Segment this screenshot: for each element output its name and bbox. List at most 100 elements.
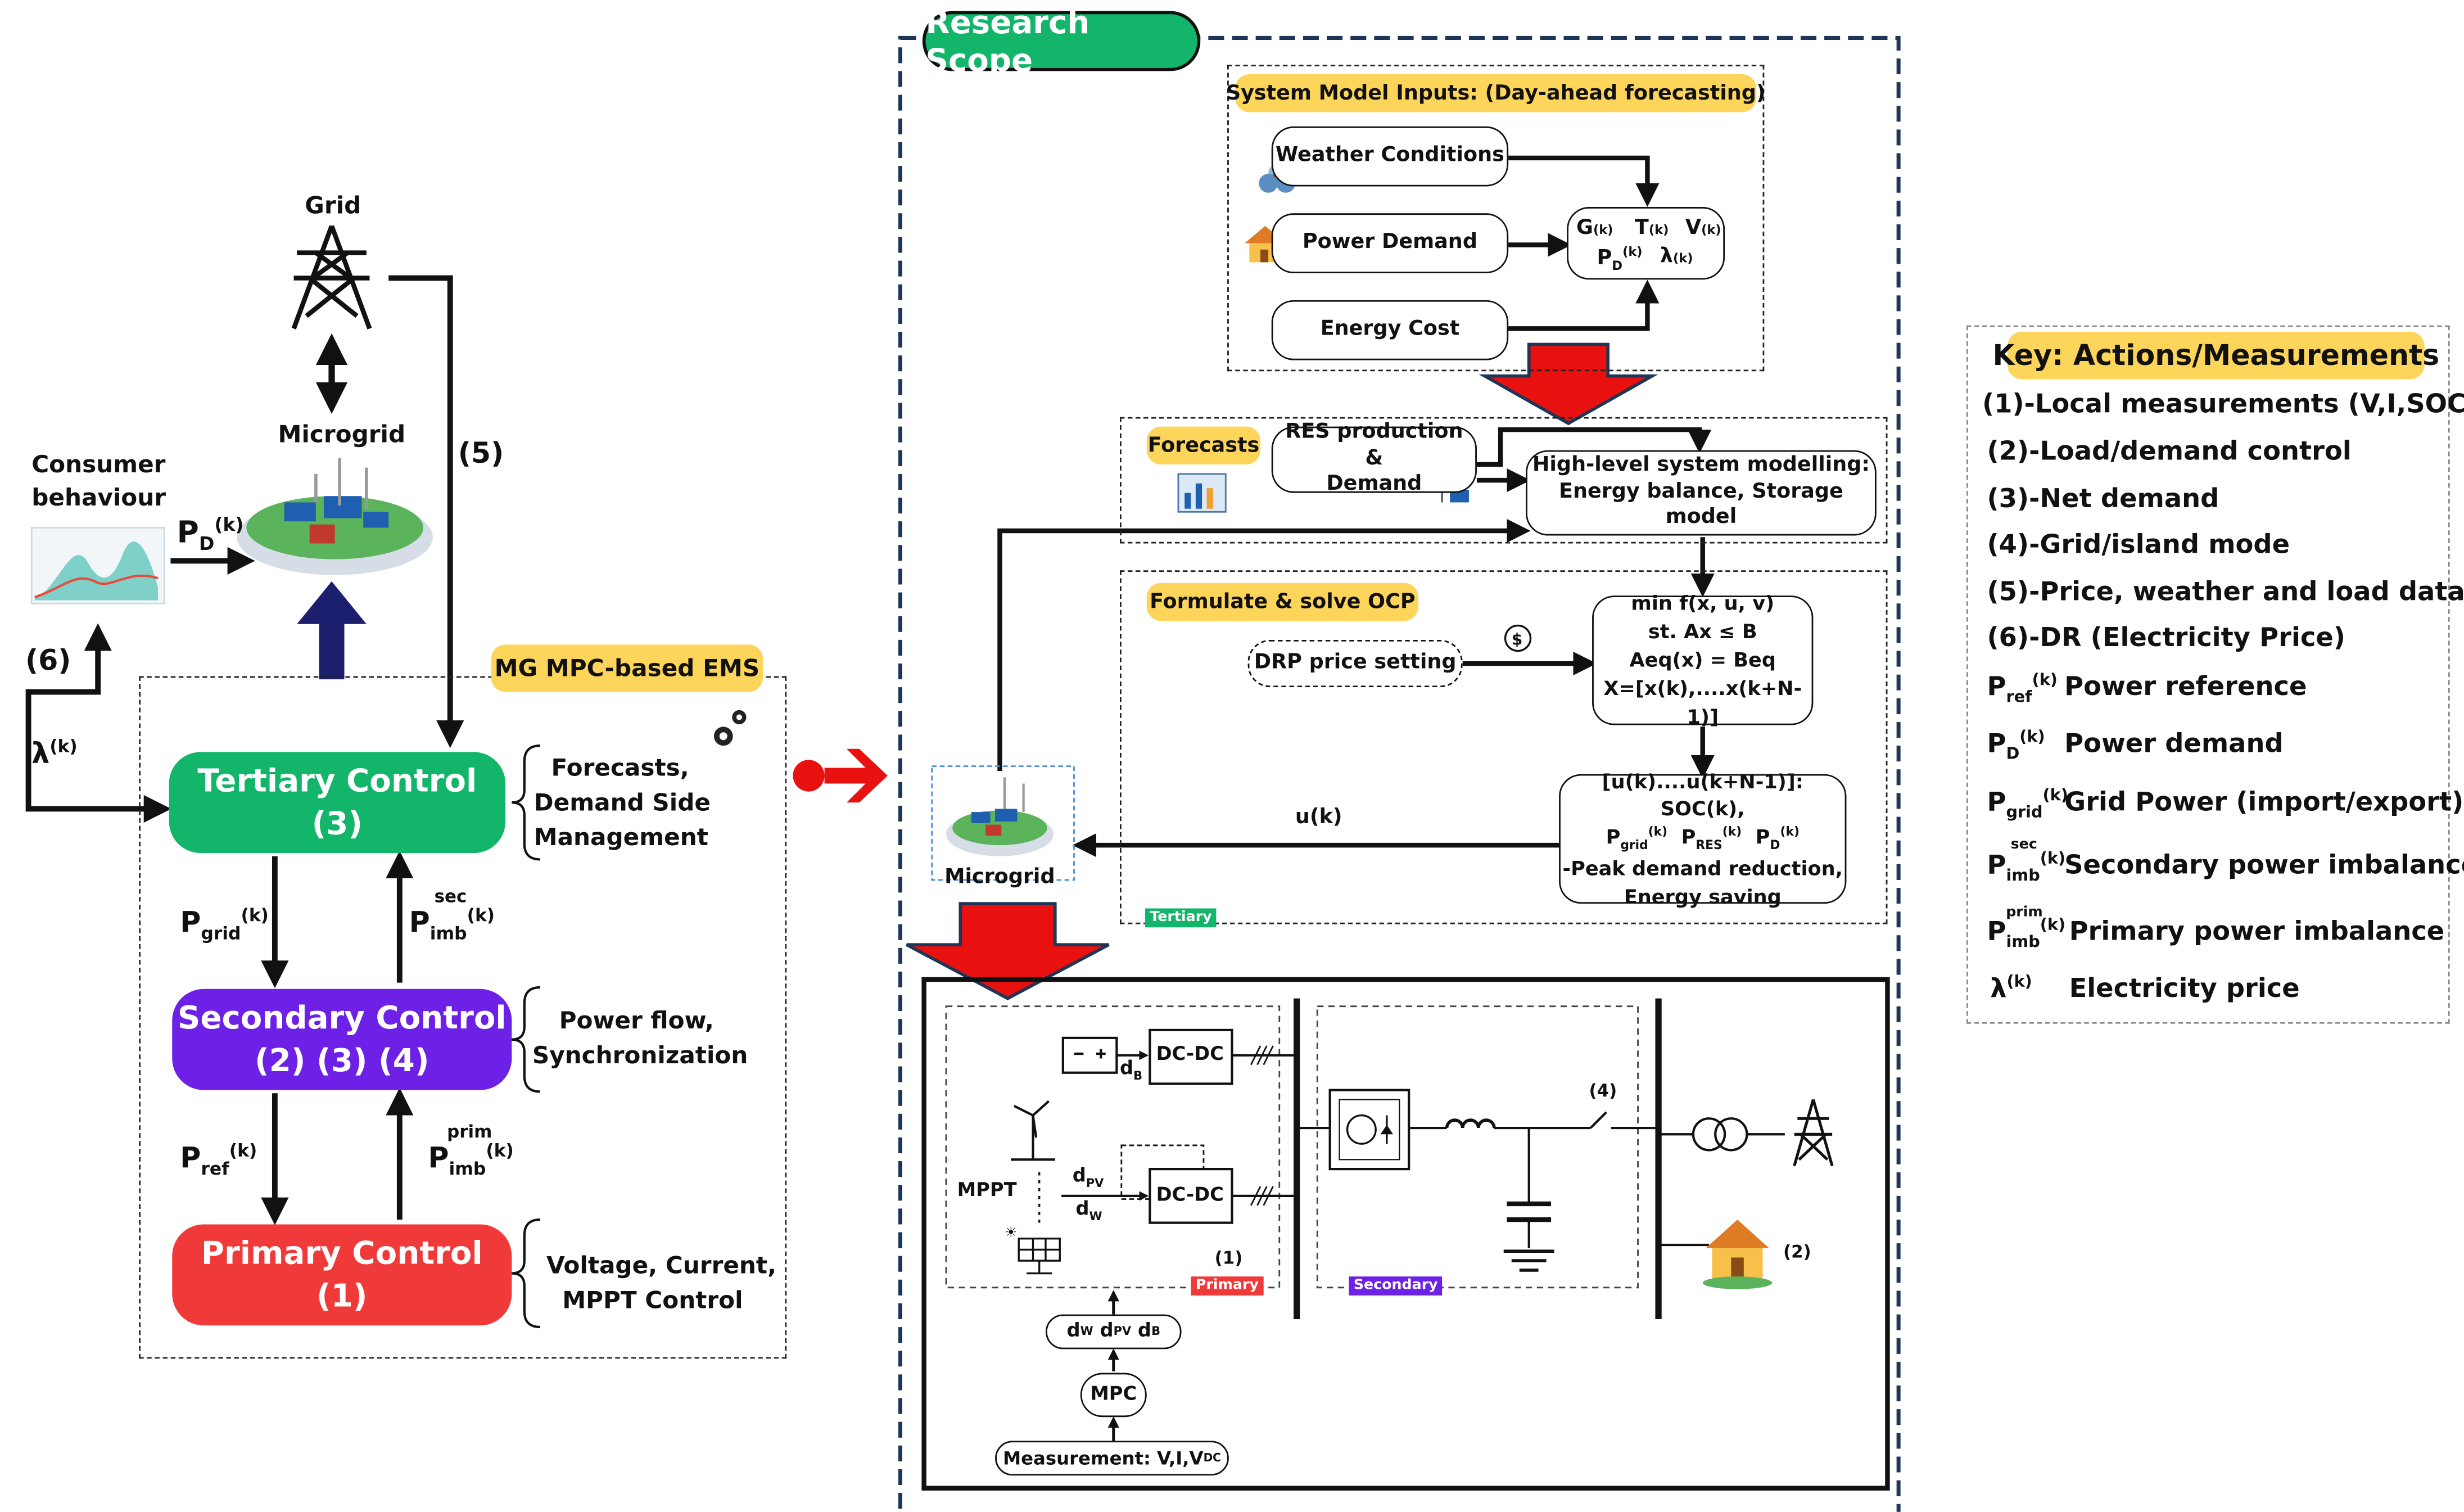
- dcdc-1-box: [1149, 1028, 1233, 1085]
- primary-control-block[interactable]: Primary Control (1): [172, 1224, 512, 1326]
- power-demand-pill: Power Demand: [1271, 213, 1509, 274]
- wind-turbine-icon: [1011, 1100, 1055, 1161]
- key-top-prim: prim: [2006, 905, 2043, 921]
- key-item-3: (3)-Net demand: [1987, 483, 2219, 514]
- tertiary-control-block[interactable]: Tertiary Control (3): [169, 752, 506, 854]
- svg-text:$: $: [1512, 630, 1523, 648]
- tertiary-title: Tertiary Control: [197, 761, 477, 800]
- arrow-6-line: [25, 623, 171, 823]
- uk-label: u(k): [1295, 805, 1342, 830]
- pimb-sec-top: sec: [434, 886, 467, 907]
- microgrid-scope-label: Microgrid: [944, 865, 1055, 890]
- arrow-5-line: [388, 275, 464, 748]
- ems-label: MG MPC-based EMS: [491, 644, 763, 692]
- key-desc-pd: Power demand: [2064, 728, 2284, 759]
- grid-tower-icon: [291, 225, 372, 330]
- num-4-label: (4): [1589, 1080, 1617, 1102]
- microgrid-scope-icon: [946, 777, 1054, 856]
- dollar-icon: [1504, 624, 1532, 652]
- load-house-icon: [1702, 1220, 1773, 1289]
- key-item-1: (1)-Local measurements (V,I,SOC): [1982, 389, 2464, 419]
- forecasts-box: [1120, 417, 1888, 544]
- tert-desc-1: Forecasts,: [551, 753, 689, 782]
- secondary-num: (2) (3) (4): [255, 1041, 429, 1079]
- inputs-label: System Model Inputs: (Day-ahead forecast…: [1226, 74, 1766, 112]
- key-title: Key: Actions/Measurements: [1993, 332, 2439, 380]
- mpc-pill: MPC: [1080, 1373, 1147, 1418]
- microgrid-scope-frame: [931, 765, 1075, 881]
- sec-brace: [512, 986, 540, 1093]
- key-sym-pd: PD(k): [1987, 728, 2045, 764]
- tert-desc-3: Management: [534, 823, 708, 852]
- ocp-box: [1120, 570, 1888, 924]
- key-desc-pgrid: Grid Power (import/export): [2064, 787, 2464, 817]
- dw-label: dW: [1075, 1197, 1102, 1224]
- prim-brace: [512, 1218, 540, 1329]
- grid-label: Grid: [305, 191, 361, 220]
- num-1-label: (1): [1214, 1248, 1243, 1269]
- db-label: dB: [1120, 1057, 1143, 1083]
- dcdc-2-label: DC-DC: [1156, 1183, 1224, 1206]
- secondary-tag: Secondary: [1349, 1276, 1443, 1296]
- ocp-label: Formulate & solve OCP: [1146, 583, 1419, 621]
- pimb-prim-top: prim: [447, 1121, 492, 1143]
- mppt-label: MPPT: [957, 1178, 1017, 1201]
- lambda-label: λ(k): [31, 736, 78, 771]
- sec-desc-2: Synchronization: [532, 1041, 748, 1070]
- drp-pill: DRP price setting: [1247, 639, 1463, 688]
- forecast-chart-icon: [1177, 473, 1227, 513]
- inductor-icon: [1445, 1118, 1496, 1129]
- key-sym-lambda: λ(k): [1990, 973, 2032, 1004]
- key-item-6: (6)-DR (Electricity Price): [1987, 622, 2345, 653]
- res-production-pill: RES production &Demand: [1271, 419, 1477, 497]
- secondary-control-block[interactable]: Secondary Control (2) (3) (4): [172, 989, 512, 1090]
- tert-desc-2: Demand Side: [534, 788, 711, 817]
- solar-panel-icon: [1018, 1238, 1061, 1275]
- research-scope-border: [898, 35, 1901, 1512]
- high-level-model-pill: High-level system modelling:Energy balan…: [1526, 450, 1877, 536]
- forecast-vars-box: G(k) T(k) V(k) PD(k) λ(k): [1567, 207, 1725, 280]
- transformer-icon: [1692, 1117, 1726, 1152]
- grid-tower-small-icon: [1793, 1099, 1834, 1167]
- key-top-sec: sec: [2010, 837, 2037, 854]
- microgrid-label: Microgrid: [278, 420, 406, 449]
- circuit-panel: [921, 977, 1890, 1491]
- prim-desc-2: MPPT Control: [562, 1286, 743, 1315]
- arrow-6-label: (6): [25, 644, 71, 678]
- key-sym-pimb-prim: Pimb(k): [1987, 916, 2066, 952]
- consumer-label-1: Consumer: [31, 450, 166, 479]
- tertiary-tag: Tertiary: [1145, 908, 1217, 928]
- microgrid-icon: [237, 458, 433, 575]
- battery-icon: [1061, 1036, 1118, 1074]
- primary-title: Primary Control: [201, 1234, 483, 1272]
- key-desc-pimb-sec: Secondary power imbalance: [2064, 850, 2464, 880]
- inputs-box: [1227, 65, 1765, 372]
- ems-box: [139, 676, 787, 1359]
- dcdc-2-box: [1149, 1167, 1233, 1224]
- key-box: [1966, 325, 2450, 1024]
- key-item-4: (4)-Grid/island mode: [1987, 529, 2290, 559]
- key-desc-lambda: Electricity price: [2069, 973, 2300, 1004]
- inverter-box: [1328, 1089, 1410, 1171]
- forecasts-label: Forecasts: [1146, 426, 1261, 465]
- switch-icon: [1589, 1111, 1607, 1129]
- key-desc-pimb-prim: Primary power imbalance: [2069, 916, 2445, 946]
- ocp-result-pill: [u(k)....u(k+N-1)]: SOC(k), Pgrid(k) PRE…: [1559, 769, 1847, 908]
- consumer-label-2: behaviour: [31, 483, 166, 512]
- key-item-2: (2)-Load/demand control: [1987, 436, 2352, 466]
- dpv-label: dPV: [1072, 1164, 1104, 1190]
- sec-desc-1: Power flow,: [559, 1006, 714, 1035]
- key-item-5: (5)-Price, weather and load data: [1987, 576, 2464, 607]
- primary-num: (1): [317, 1276, 368, 1315]
- pref-label: Pref(k): [180, 1140, 257, 1180]
- svg-text:☀: ☀: [1005, 1224, 1018, 1240]
- prim-desc-1: Voltage, Current,: [546, 1251, 777, 1280]
- pd-label: PD(k): [177, 513, 244, 555]
- red-link-arrow: [793, 748, 888, 803]
- navy-up-arrow: [297, 581, 367, 680]
- arrow-5-label: (5): [458, 437, 504, 471]
